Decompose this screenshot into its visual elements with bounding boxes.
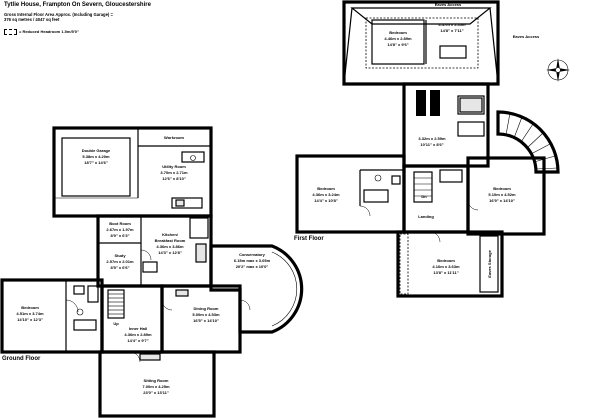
bedroom-right-label: Bedroom	[493, 186, 511, 191]
ground-stairs	[107, 289, 125, 319]
boot-room-label: Boot Room	[109, 221, 131, 226]
area-line-1: Gross Internal Floor Area Approx. (Inclu…	[4, 12, 113, 17]
headroom-legend: = Reduced Headroom 1.5m/5'0"	[4, 29, 79, 35]
area-line-2: 376 sq metres / 4047 sq feet	[4, 17, 60, 22]
dining-dim-imperial: 16'5" x 14'10"	[193, 318, 219, 323]
ground-bedroom-label: Bedroom	[21, 305, 39, 310]
bedroom-right-dim-imperial: 16'9" x 14'10"	[489, 198, 515, 203]
sitting-room-outline	[98, 350, 216, 418]
ground-bedroom-outline	[0, 278, 104, 354]
bedroom-left-label: Bedroom	[317, 186, 335, 191]
kitchen-label: Kitchen/	[162, 232, 179, 237]
kitchen-dim-imperial: 14'3" x 12'8"	[158, 250, 182, 255]
utility-label: Utility Room	[162, 164, 186, 169]
bedroom-right-dim-metric: 5.10m x 4.52m	[488, 192, 516, 197]
inner-hall-label: Inner Hall	[129, 326, 147, 331]
garage-dim-metric: 5.38m x 4.20m	[82, 154, 110, 159]
conservatory-label: Conservatory	[239, 252, 266, 257]
up-label: Up	[113, 321, 119, 326]
sitting-dim-metric: 7.00m x 4.25m	[142, 384, 170, 389]
conservatory-dim-metric: 6.15m max x 3.05m	[234, 258, 271, 263]
ground-bedroom-dim-metric: 4.51m x 3.74m	[16, 311, 44, 316]
landing-label: Landing	[418, 214, 434, 219]
garage-label: Double Garage	[82, 148, 111, 153]
workroom-label: Workroom	[164, 135, 184, 140]
upper-landing-dim-imperial: 10'11" x 8'6"	[420, 142, 443, 147]
garage-door-area	[61, 137, 131, 197]
eaves-access-top-label: Eaves Access	[435, 2, 462, 7]
conservatory-dim-imperial: 20'2" max x 10'0"	[236, 264, 269, 269]
spiral-staircase	[496, 110, 560, 174]
first-floor-plan	[295, 0, 560, 298]
sitting-dim-imperial: 23'0" x 13'11"	[143, 390, 169, 395]
bedroom-right-outline	[466, 156, 546, 236]
upper-landing-dim-metric: 3.32m x 2.59m	[418, 136, 446, 141]
attic-bedroom-2-dim-imperial: 14'8" x 7'11"	[440, 28, 463, 33]
bedroom-bottom-dim-metric: 4.16m x 3.63m	[432, 264, 460, 269]
ground-bedroom-dim-imperial: 14'10" x 12'3"	[17, 317, 43, 322]
inner-hall-dim-metric: 4.36m x 2.89m	[124, 332, 152, 337]
bedroom-bottom-dim-imperial: 13'8" x 11'11"	[433, 270, 458, 275]
eaves-storage-label: Eaves Storage	[487, 249, 492, 277]
compass-icon	[546, 58, 570, 82]
ground-floor-plan	[0, 126, 304, 418]
attic-bedroom-2-dim-metric: 4.47m x 2.45m	[438, 22, 466, 27]
plan-title: Tytlie House, Frampton On Severn, Glouce…	[4, 2, 151, 8]
dining-label: Dining Room	[194, 306, 219, 311]
kitchen-label-2: Breakfast Room	[155, 238, 186, 243]
boot-room-dim-imperial: 8'9" x 6'3"	[110, 233, 129, 238]
eaves-access-right-label: Eaves Access	[513, 34, 540, 39]
dn-label: Dn	[421, 194, 427, 199]
attic-outline	[342, 0, 500, 86]
attic-bedroom-dim-metric: 4.46m x 2.89m	[384, 36, 412, 41]
first-floor-label: First Floor	[294, 236, 324, 242]
bedroom-left-dim-metric: 4.36m x 3.24m	[312, 192, 340, 197]
dining-dim-metric: 5.00m x 4.53m	[192, 312, 220, 317]
bedroom-bottom-label: Bedroom	[437, 258, 455, 263]
attic-bedroom-label: Bedroom	[389, 30, 407, 35]
attic-bedroom-dim-imperial: 14'8" x 9'6"	[387, 42, 408, 47]
bedroom-left-dim-imperial: 14'4" x 10'8"	[314, 198, 338, 203]
kitchen-dim-metric: 4.36m x 3.86m	[156, 244, 184, 249]
study-label: Study	[114, 253, 126, 258]
bedroom-bottom-outline	[396, 230, 504, 298]
attic-reduced-headroom	[365, 17, 479, 69]
dashed-box-icon	[4, 29, 17, 35]
study-dim-metric: 2.57m x 2.01m	[106, 259, 134, 264]
conservatory-outline	[209, 244, 304, 334]
legend-label: = Reduced Headroom 1.5m/5'0"	[19, 29, 79, 35]
room-labels: Double Garage 5.38m x 4.20m 18'7" x 14'6…	[16, 2, 540, 395]
utility-dim-metric: 3.70m x 2.71m	[160, 170, 188, 175]
study-dim-imperial: 8'5" x 6'6"	[110, 265, 129, 270]
inner-hall-dim-imperial: 14'4" x 9'7"	[127, 338, 148, 343]
boot-room-dim-metric: 2.67m x 1.97m	[106, 227, 134, 232]
garage-dim-imperial: 18'7" x 14'6"	[84, 160, 108, 165]
ground-floor-label: Ground Floor	[2, 356, 41, 362]
sitting-label: Sitting Room	[144, 378, 169, 383]
utility-dim-imperial: 12'6" x 8'10"	[162, 176, 186, 181]
